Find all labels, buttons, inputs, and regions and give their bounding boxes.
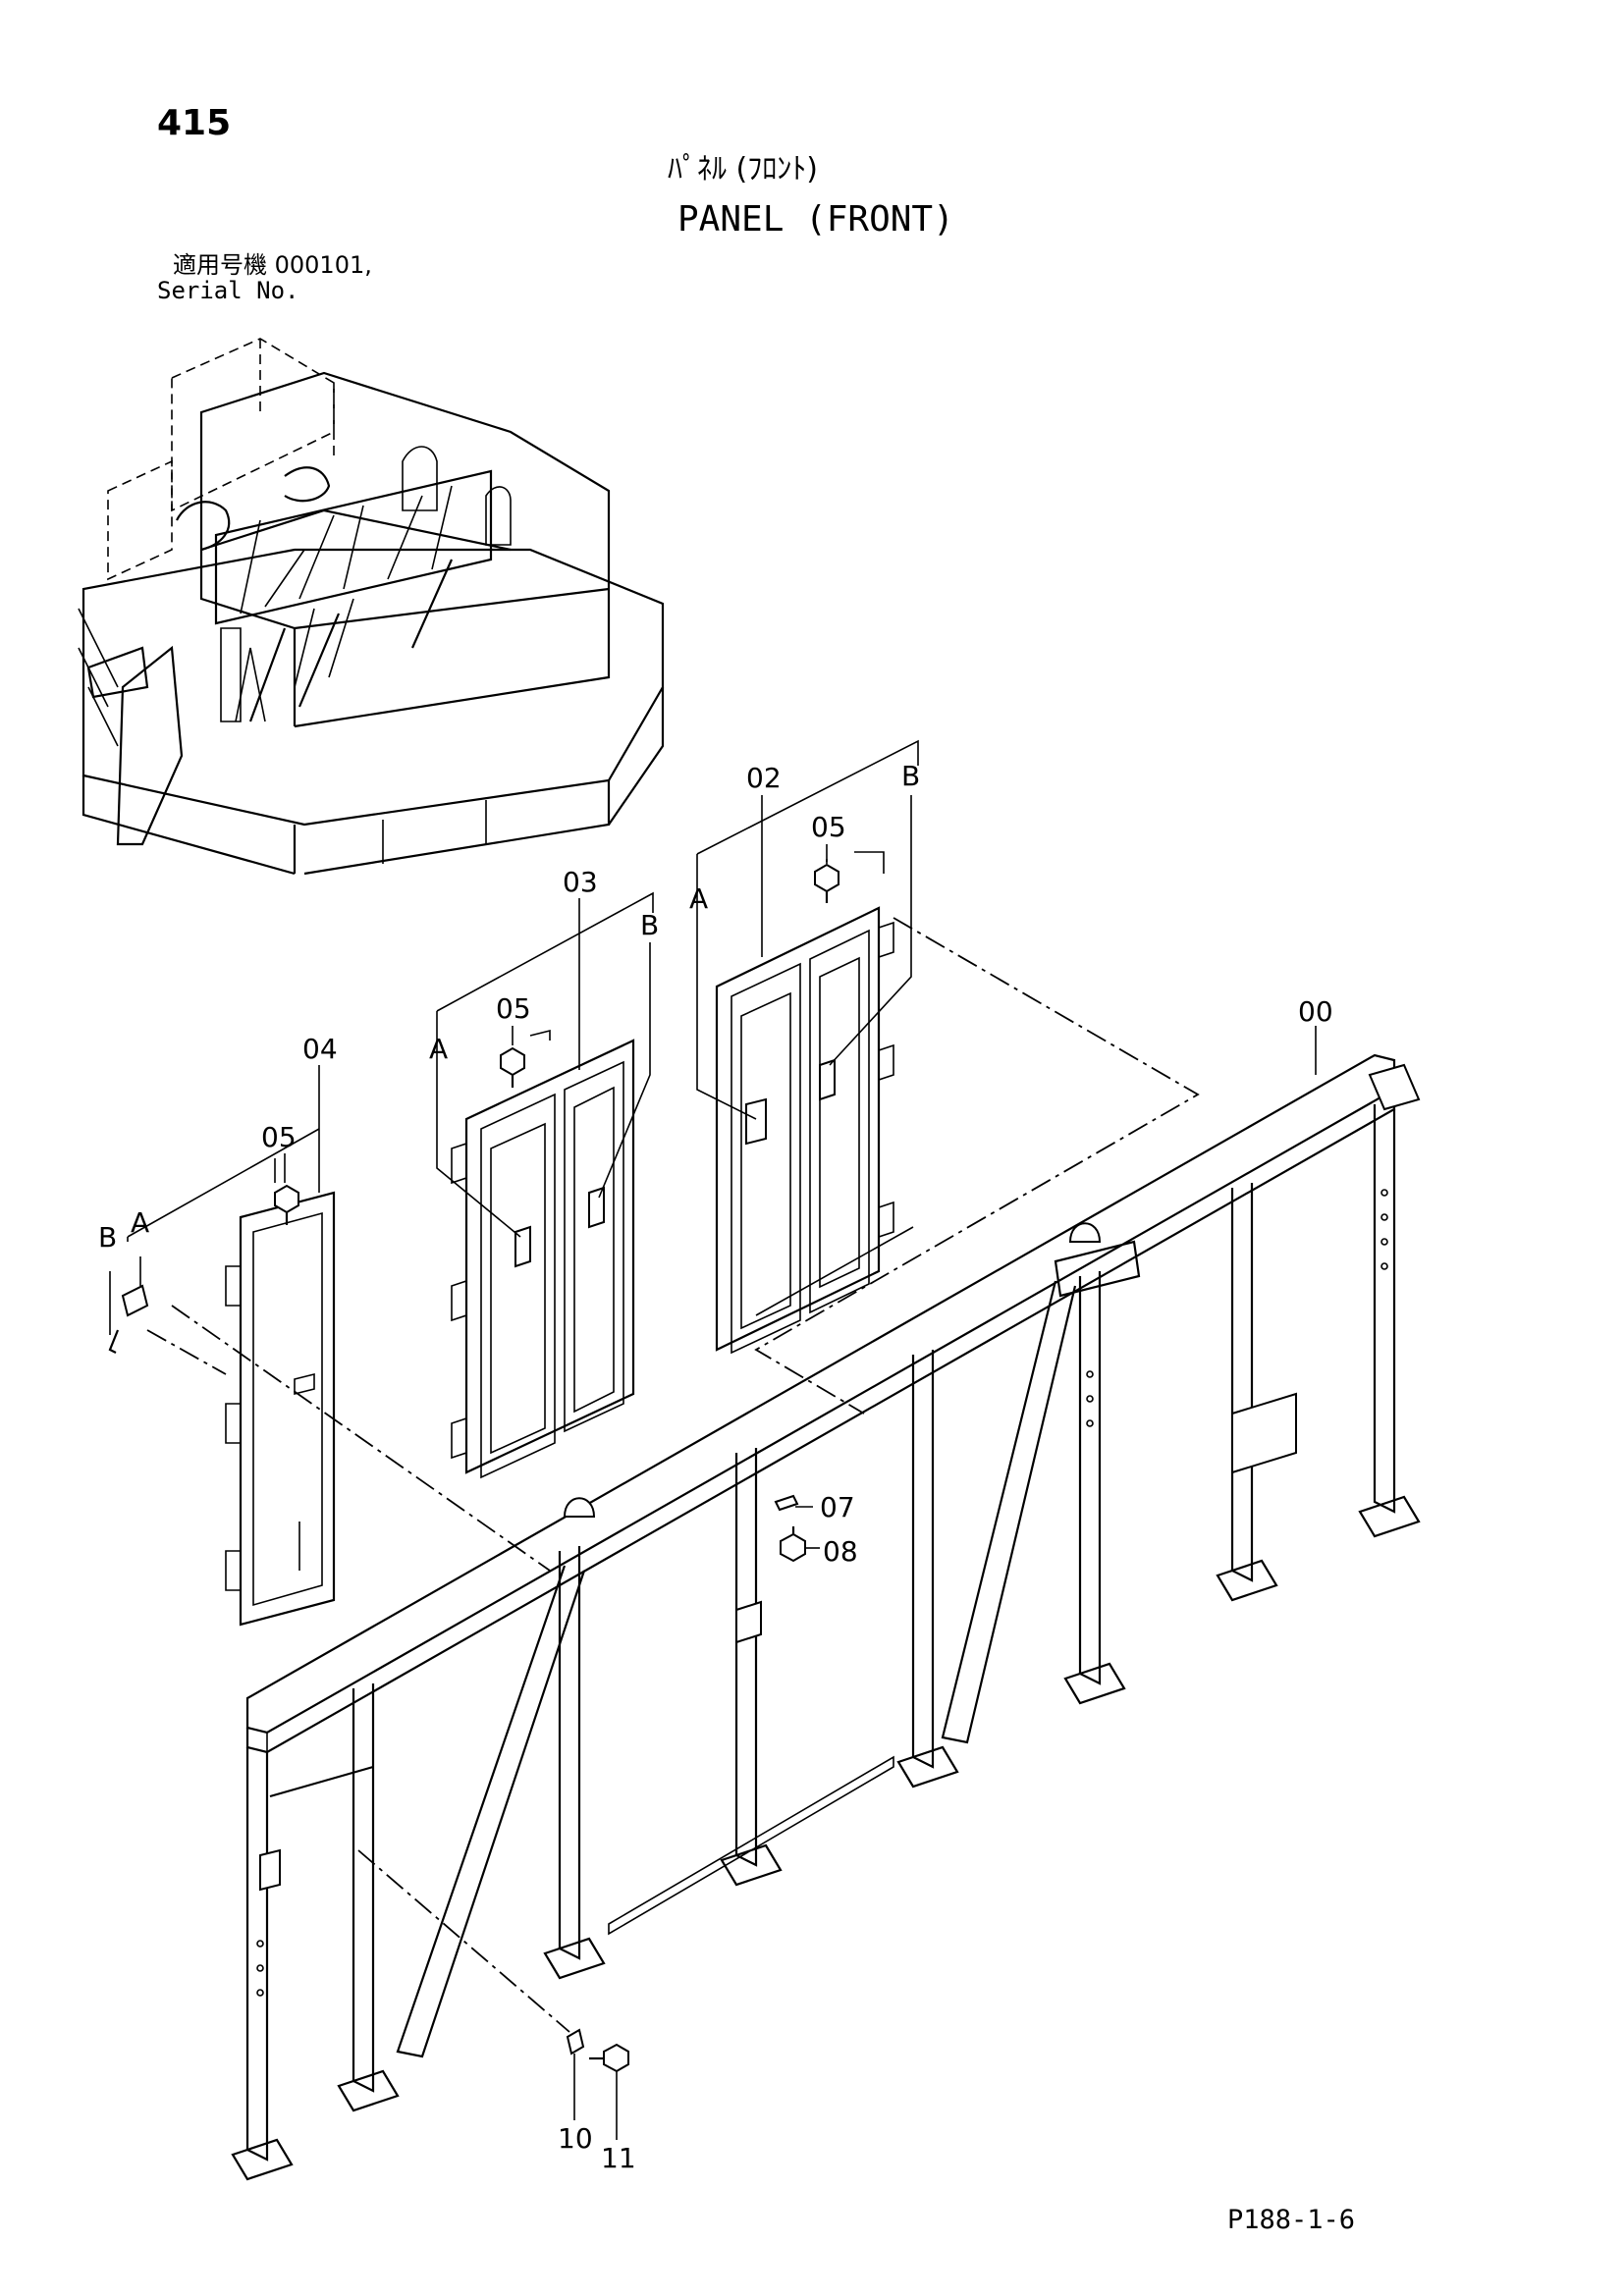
title-english: PANEL (FRONT)	[677, 199, 954, 240]
label-a-panel-04: A	[131, 1206, 149, 1239]
latch-part	[121, 1284, 149, 1317]
panel-04	[225, 1191, 336, 1627]
washer-07	[774, 1494, 799, 1512]
callout-00: 00	[1298, 995, 1333, 1028]
callout-02: 02	[746, 762, 782, 794]
callout-03: 03	[563, 866, 598, 898]
drawing-code: P188-1-6	[1227, 2205, 1356, 2235]
callout-05-panel-02: 05	[811, 811, 846, 843]
callout-08: 08	[823, 1535, 858, 1568]
callout-leaders	[109, 739, 1317, 2140]
main-frame-assembly	[231, 1053, 1421, 2181]
callout-11: 11	[601, 2142, 636, 2174]
panel-03	[451, 1039, 635, 1479]
callout-labels: 00 02 03 04 05 05 05 07 08 10 11 A B A B…	[98, 760, 1333, 2174]
title-japanese: ﾊﾟﾈﾙ (ﾌﾛﾝﾄ)	[668, 152, 818, 187]
callout-10: 10	[558, 2122, 593, 2155]
panel-02	[715, 906, 894, 1355]
bolt-08	[780, 1532, 806, 1563]
serial-label-japanese: 適用号機 000101,	[173, 251, 372, 279]
assembly-leader-lines	[146, 917, 1200, 2033]
bolt-05-panel-04	[274, 1184, 299, 1214]
clip-10	[566, 2028, 585, 2056]
hardware-parts	[108, 863, 839, 2073]
bolt-11	[603, 2043, 629, 2073]
label-b-panel-02: B	[901, 760, 920, 792]
page-number: 415	[157, 103, 232, 143]
serial-label-english: Serial No.	[157, 277, 299, 304]
callout-05-panel-04: 05	[261, 1121, 297, 1153]
machine-overview-illustration	[78, 338, 665, 876]
label-b-panel-03: B	[640, 909, 659, 941]
label-b-panel-04: B	[98, 1221, 117, 1254]
label-a-panel-02: A	[689, 882, 708, 915]
bolt-05-panel-02	[814, 863, 839, 893]
bolt-05-panel-03	[500, 1046, 525, 1077]
label-a-panel-03: A	[429, 1033, 448, 1065]
callout-05-panel-03: 05	[496, 992, 531, 1025]
callout-04: 04	[302, 1033, 338, 1065]
callout-07: 07	[820, 1491, 855, 1523]
